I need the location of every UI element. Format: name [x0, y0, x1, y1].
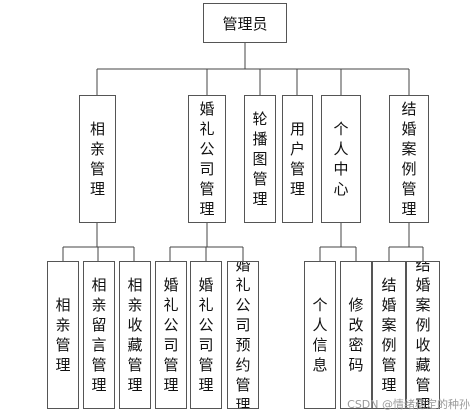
- module-xiangqin: 相亲管理: [79, 95, 116, 223]
- sub-label: 个人信息: [312, 296, 328, 374]
- module-label: 结婚案例管理: [401, 100, 417, 218]
- sub-label: 婚礼公司管理: [163, 276, 179, 394]
- module-hunli-company: 婚礼公司管理: [188, 95, 226, 223]
- sub-label: 婚礼公司预约管理: [235, 261, 251, 409]
- sub-label: 结婚案例管理: [381, 276, 397, 394]
- sub-xiangqin-messages: 相亲留言管理: [83, 261, 115, 409]
- sub-hunli-company-2: 婚礼公司管理: [190, 261, 222, 409]
- root-label: 管理员: [222, 14, 268, 33]
- module-label: 轮播图管理: [252, 110, 268, 208]
- sub-xiangqin-manage: 相亲管理: [47, 261, 79, 409]
- sub-label: 婚礼公司管理: [198, 276, 214, 394]
- module-wedding-cases: 结婚案例管理: [389, 95, 429, 223]
- sub-change-password: 修改密码: [340, 261, 372, 409]
- sub-hunli-company-1: 婚礼公司管理: [155, 261, 187, 409]
- sub-wedding-cases-favorites: 结婚案例收藏管理: [406, 261, 440, 409]
- module-personal-center: 个人中心: [321, 95, 361, 223]
- sub-label: 相亲留言管理: [91, 276, 107, 394]
- module-carousel: 轮播图管理: [244, 95, 276, 223]
- module-label: 相亲管理: [89, 120, 105, 198]
- sub-personal-info: 个人信息: [304, 261, 336, 409]
- sub-label: 修改密码: [348, 296, 364, 374]
- root-node: 管理员: [203, 3, 287, 43]
- sub-label: 相亲收藏管理: [127, 276, 143, 394]
- module-label: 个人中心: [333, 120, 349, 198]
- sub-hunli-booking: 婚礼公司预约管理: [227, 261, 259, 409]
- module-label: 用户管理: [289, 120, 305, 198]
- sub-label: 结婚案例收藏管理: [415, 261, 431, 409]
- sub-label: 相亲管理: [55, 296, 71, 374]
- module-label: 婚礼公司管理: [199, 100, 215, 218]
- module-users: 用户管理: [282, 95, 313, 223]
- sub-xiangqin-favorites: 相亲收藏管理: [119, 261, 151, 409]
- watermark-text: CSDN @情绪稳定的种孙: [347, 398, 470, 411]
- sub-wedding-cases-manage: 结婚案例管理: [372, 261, 406, 409]
